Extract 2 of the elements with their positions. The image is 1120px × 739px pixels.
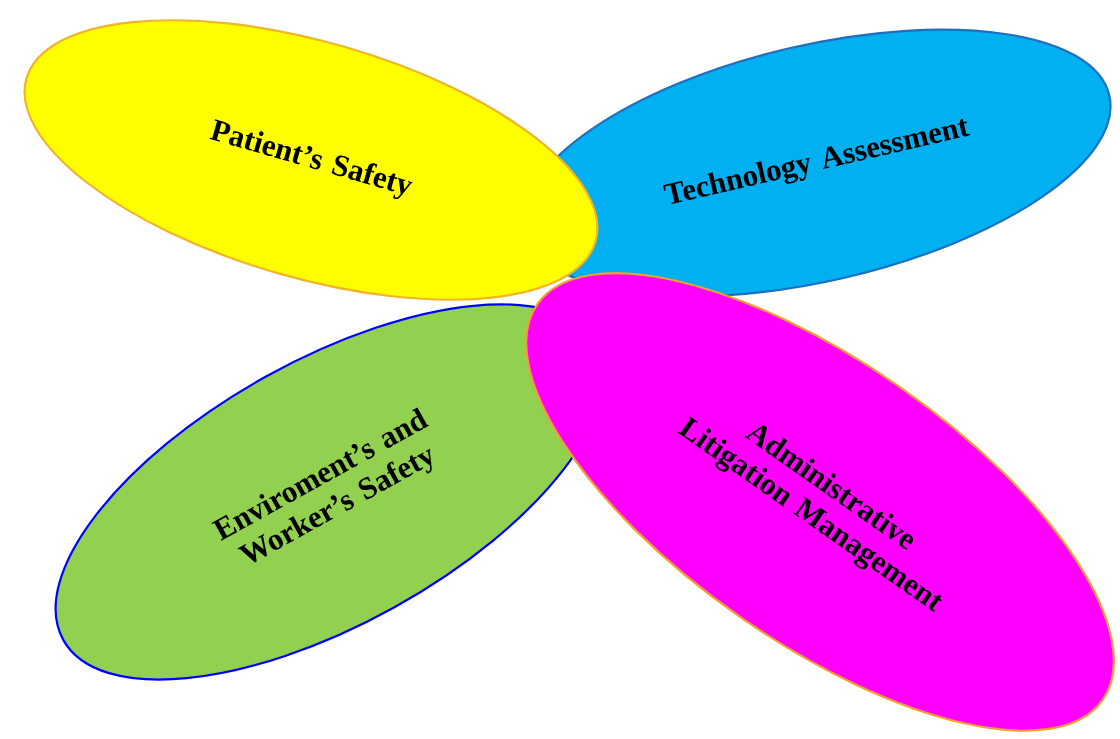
ellipse-petal: Patient’s Safety [23, 19, 599, 301]
ellipse-petal: Technology Assessment [522, 28, 1112, 298]
